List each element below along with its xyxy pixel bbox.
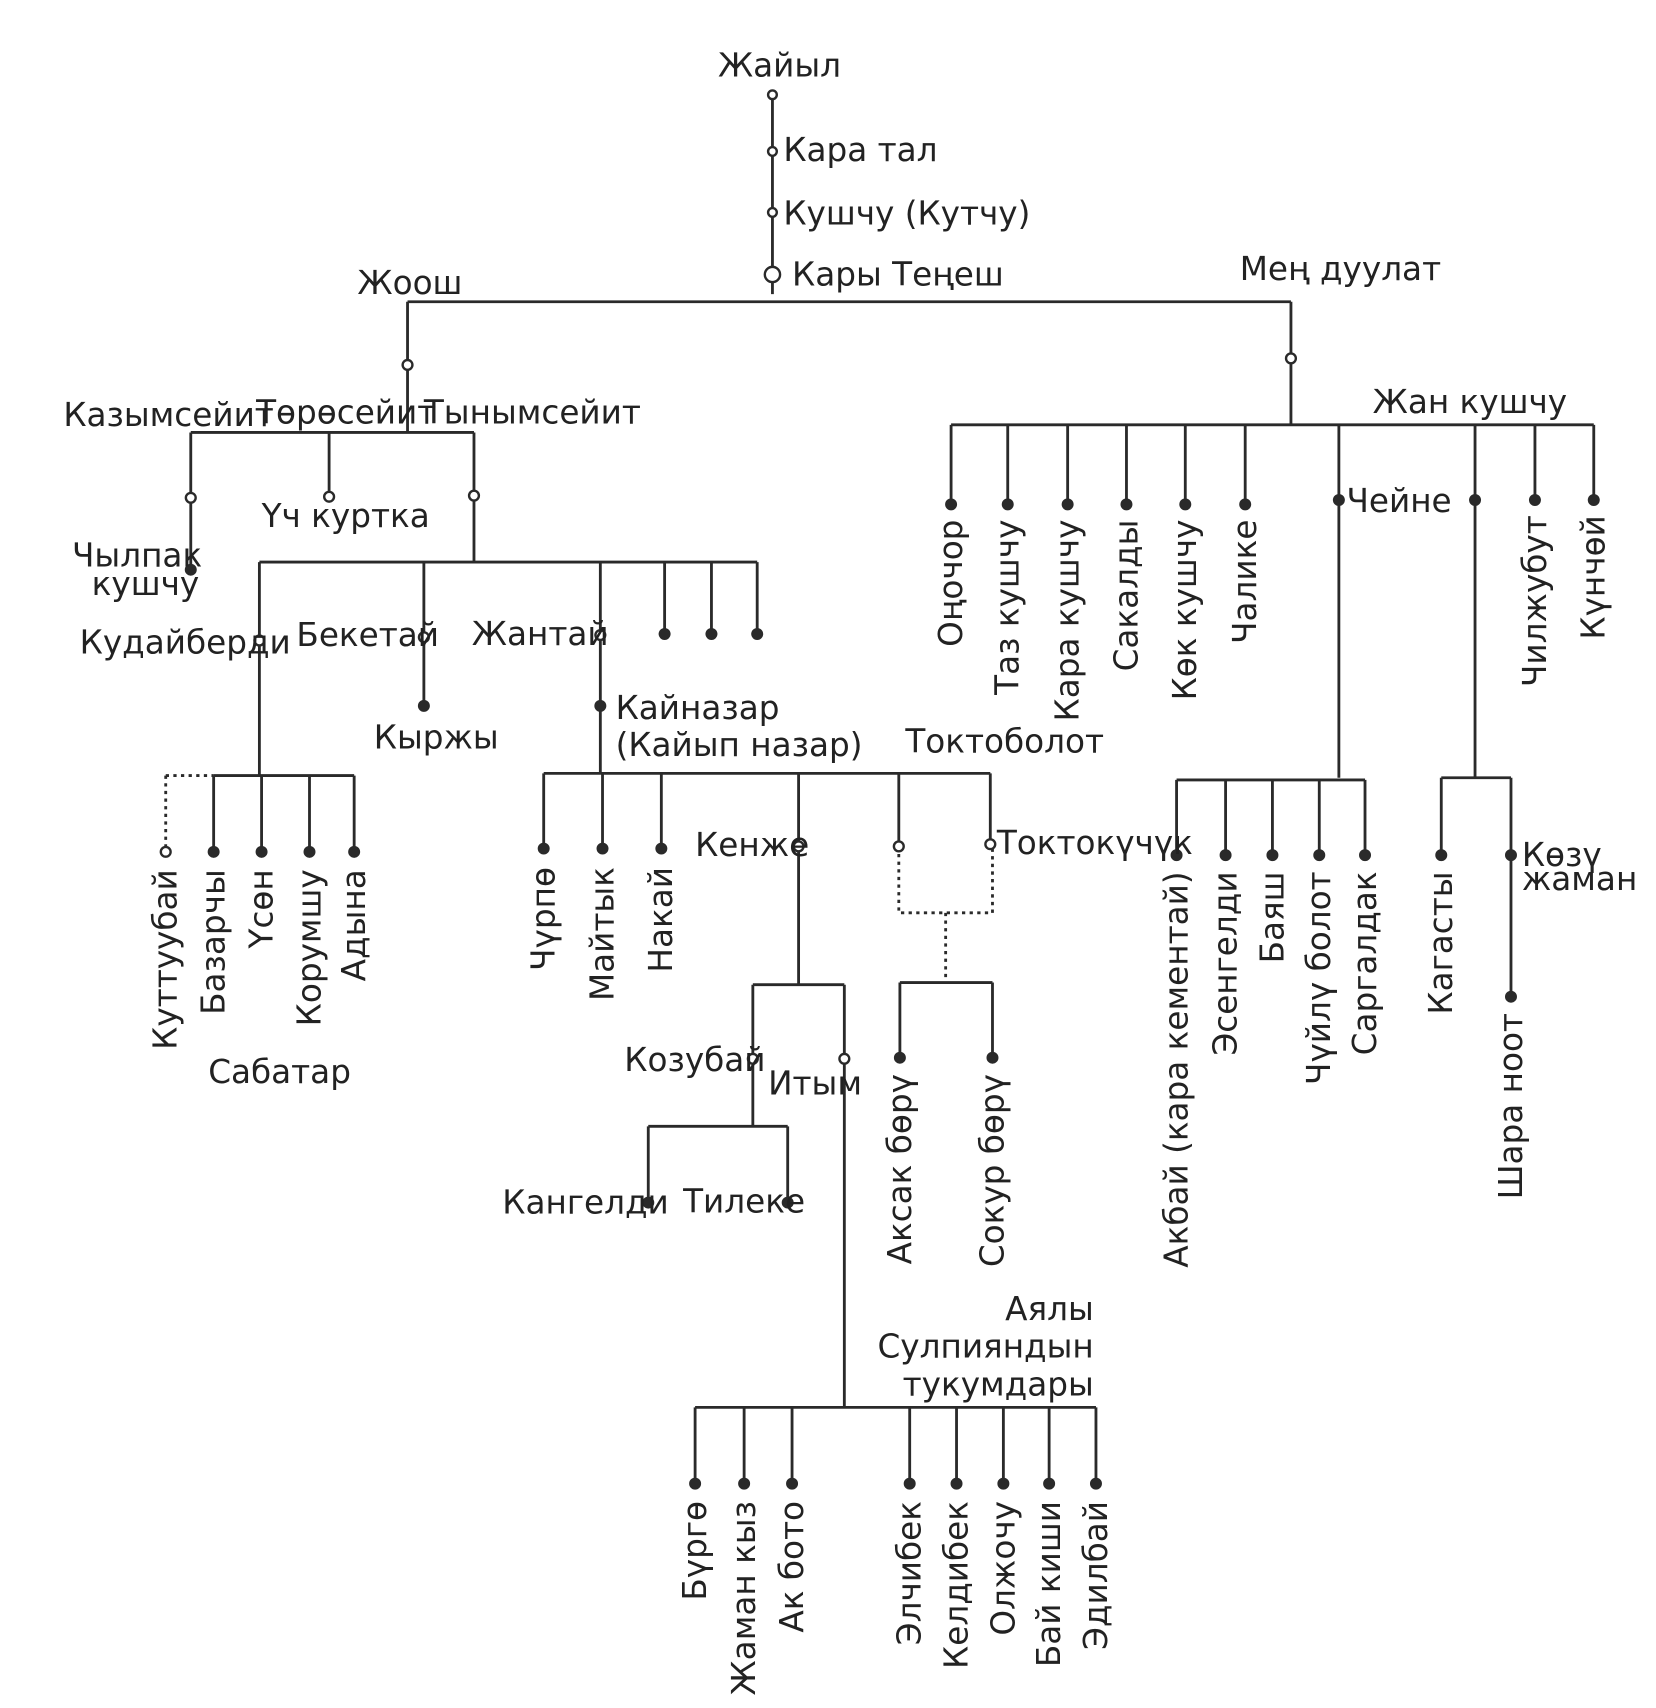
label-kara-kushchu: Кара кушчу	[1049, 520, 1087, 722]
label-kozu-line2: жаман	[1522, 860, 1637, 898]
label-kozubai: Козубай	[624, 1041, 765, 1079]
label-kagasty: Кагасты	[1422, 871, 1460, 1014]
label-kyrzhy: Кыржы	[374, 718, 499, 756]
label-chylpak-line1: Чылпак	[72, 536, 202, 574]
vertical-labels: Куттуубай Базарчы Үсөн Корумшу Адына Чүр…	[147, 515, 1613, 1695]
label-kudaiberdi: Кудайберди	[80, 624, 291, 662]
label-toktokuchuk: Токтокүчүк	[996, 824, 1193, 862]
label-bai-kishi: Бай киши	[1030, 1501, 1068, 1667]
label-aiyaly-line3: тукумдары	[903, 1365, 1094, 1403]
label-zhaman-kyz: Жаман кыз	[725, 1501, 763, 1695]
label-sargaldak: Саргалдак	[1346, 871, 1384, 1055]
tree-connectors	[164, 94, 1596, 1484]
label-shara-noot: Шара ноот	[1492, 1013, 1530, 1199]
label-cheine: Чейне	[1347, 482, 1452, 520]
label-esengeldi: Эсенгелди	[1206, 871, 1244, 1055]
label-kainazar-line2: (Кайып назар)	[616, 726, 863, 764]
label-zhantai: Жантай	[472, 615, 609, 653]
label-zhoosh: Жоош	[357, 264, 462, 302]
label-kary-tengesh: Кары Теңеш	[792, 255, 1004, 293]
label-maityk: Майтык	[583, 867, 621, 1001]
label-aksak-boru: Аксак бөрү	[881, 1074, 919, 1264]
label-edilbai: Эдилбай	[1077, 1501, 1115, 1650]
label-chuilu-bolot: Чүйлү болот	[1300, 871, 1338, 1085]
label-bayash: Баяш	[1253, 871, 1291, 963]
label-elchibek: Элчибек	[891, 1501, 929, 1645]
label-kozu-line1: Көзү	[1522, 836, 1602, 874]
label-kuttuubai: Куттуубай	[147, 869, 185, 1050]
label-taz-kushchu: Таз кушчу	[989, 520, 1027, 696]
label-beketai: Бекетай	[296, 616, 439, 654]
label-sabatar: Сабатар	[208, 1053, 351, 1091]
label-kazymseyit: Казымсейит	[63, 396, 274, 434]
label-torosseyit: Төрөсейит	[255, 394, 436, 432]
label-kok-kushchu: Көк кушчу	[1166, 520, 1204, 701]
label-onochor: Оңочор	[932, 520, 970, 647]
label-adyna: Адына	[335, 869, 373, 981]
label-kunchoi: Күнчөй	[1575, 515, 1613, 639]
label-chylpak-line2: кушчу	[92, 565, 200, 603]
label-root: Жайыл	[718, 46, 841, 84]
label-akbai: Акбай (кара кементай)	[1157, 871, 1195, 1267]
label-olzhochu: Олжочу	[984, 1501, 1022, 1636]
label-uch-kurtka: Үч куртка	[261, 497, 430, 535]
label-aiyaly-line1: Аялы	[1005, 1290, 1094, 1328]
label-chalike: Чалике	[1226, 520, 1264, 644]
label-burge: Бүргө	[676, 1501, 714, 1601]
horizontal-labels: Жайыл Кара тал Кушчу (Кутчу) Кары Теңеш …	[63, 46, 1637, 1403]
label-korumshu: Корумшу	[290, 869, 328, 1026]
label-tynymseyit: Тынымсейит	[423, 394, 641, 432]
label-tileke: Тилеке	[682, 1182, 805, 1220]
label-aiyaly-line2: Сулпияндын	[877, 1327, 1093, 1365]
label-sakaldy: Сакалды	[1107, 520, 1145, 672]
label-churpo: Чүрпө	[525, 867, 563, 971]
label-sokur-boru: Сокур бөрү	[973, 1074, 1011, 1267]
label-usen: Үсөн	[242, 869, 280, 949]
tree-nodes	[159, 89, 1600, 1490]
label-itym: Итым	[768, 1065, 862, 1103]
label-kangeldi: Кангелди	[502, 1183, 668, 1221]
label-kushchu: Кушчу (Кутчу)	[783, 194, 1030, 232]
label-kenzhe: Кенже	[695, 826, 809, 864]
label-toktobolot: Токтоболот	[904, 723, 1104, 761]
label-ak-boto: Ак бото	[773, 1501, 811, 1633]
label-keldibek: Келдибек	[937, 1501, 975, 1669]
label-chilzhubut: Чилжубут	[1516, 515, 1554, 687]
label-kainazar-line1: Кайназар	[616, 689, 780, 727]
label-zhan-kushchu: Жан кушчу	[1373, 383, 1567, 421]
label-kara-tal: Кара тал	[783, 131, 937, 169]
label-men-duulat: Мең дуулат	[1240, 250, 1441, 288]
label-nakai: Накай	[642, 867, 680, 973]
label-bazarchy: Базарчы	[195, 869, 233, 1015]
